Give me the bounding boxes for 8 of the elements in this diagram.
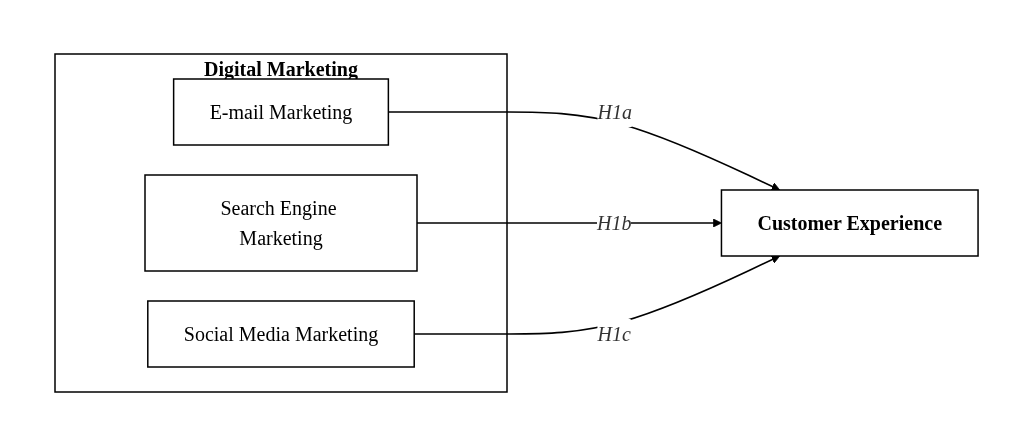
node-box: Social Media Marketing bbox=[147, 300, 415, 368]
node-box: Customer Experience bbox=[720, 189, 979, 257]
arrow bbox=[416, 218, 722, 228]
node-box: Search Engine Marketing bbox=[144, 174, 418, 272]
edge-label: H1a bbox=[597, 101, 632, 123]
edge-label: H1b bbox=[596, 212, 632, 234]
node-box: E-mail Marketing bbox=[172, 78, 390, 146]
edge-label: H1c bbox=[597, 323, 631, 345]
